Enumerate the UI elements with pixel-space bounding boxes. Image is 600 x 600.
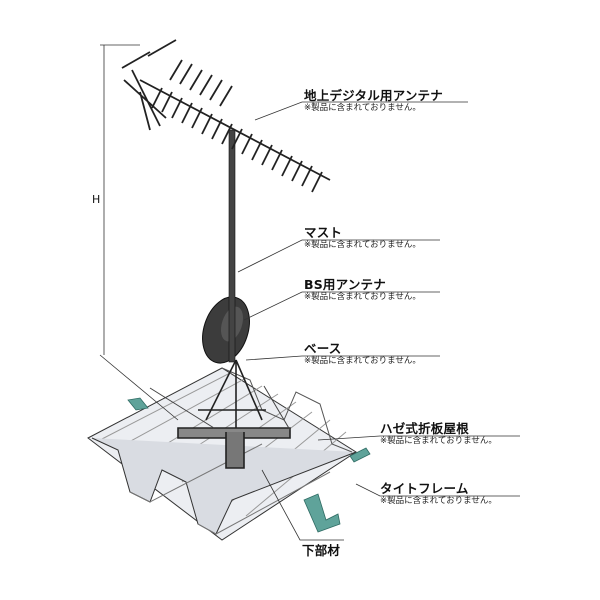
label-base-note: ※製品に含まれておりません。: [304, 356, 421, 366]
label-bs-title: BS用アンテナ: [304, 277, 386, 292]
label-mast-note: ※製品に含まれておりません。: [304, 240, 421, 250]
label-roof-note: ※製品に含まれておりません。: [380, 436, 497, 446]
label-mast: マスト ※製品に含まれておりません。: [304, 225, 421, 251]
terrestrial-antenna: [121, 39, 331, 193]
label-bs: BS用アンテナ ※製品に含まれておりません。: [304, 277, 421, 303]
label-antenna: 地上デジタル用アンテナ ※製品に含まれておりません。: [304, 88, 443, 114]
label-base: ベース ※製品に含まれておりません。: [304, 341, 421, 367]
label-lower: 下部材: [302, 543, 340, 558]
leader-lines: [237, 101, 520, 541]
bs-dish: [202, 296, 250, 364]
mast: [228, 129, 236, 363]
height-dimension: [99, 44, 179, 421]
folded-plate-roof: [87, 367, 357, 541]
label-roof: ハゼ式折板屋根 ※製品に含まれておりません。: [380, 421, 497, 447]
tight-frame: [127, 397, 371, 533]
label-frame-title: タイトフレーム: [380, 481, 469, 496]
label-mast-title: マスト: [304, 225, 343, 240]
height-label: H: [92, 193, 101, 206]
label-frame: タイトフレーム ※製品に含まれておりません。: [380, 481, 497, 507]
label-lower-title: 下部材: [302, 543, 341, 558]
label-roof-title: ハゼ式折板屋根: [380, 421, 469, 436]
label-frame-note: ※製品に含まれておりません。: [380, 496, 497, 506]
label-antenna-title: 地上デジタル用アンテナ: [304, 88, 443, 103]
label-bs-note: ※製品に含まれておりません。: [304, 292, 421, 302]
label-base-title: ベース: [304, 341, 342, 356]
label-antenna-note: ※製品に含まれておりません。: [304, 103, 421, 113]
base-frame: [149, 359, 291, 469]
